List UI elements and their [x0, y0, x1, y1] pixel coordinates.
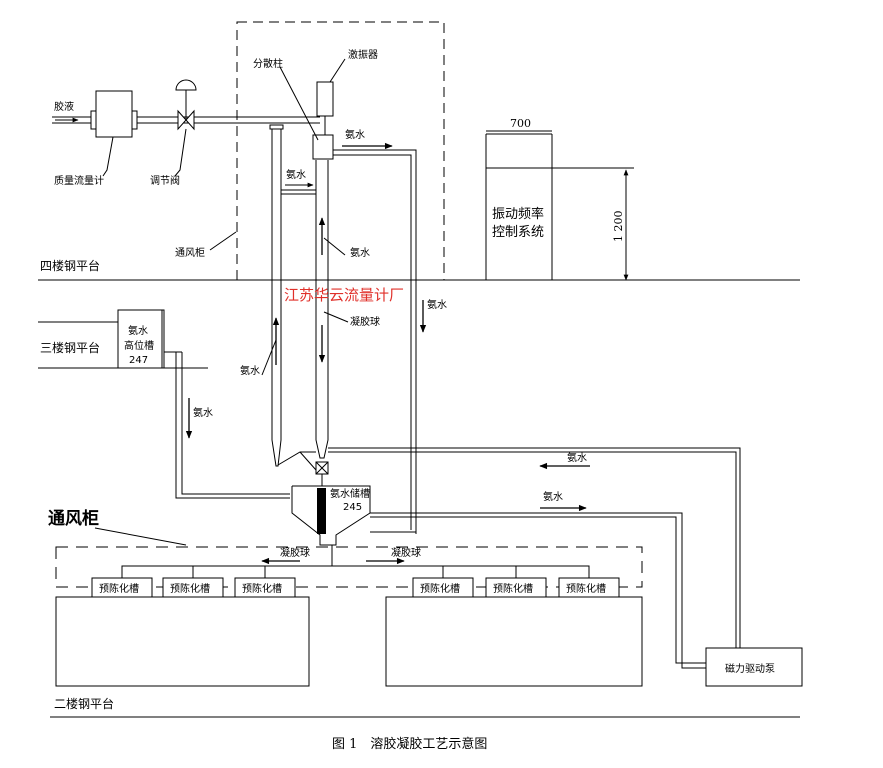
ammonia-leftcol-leader	[261, 339, 277, 376]
vibrator-box	[316, 81, 334, 117]
floor2-label: 二楼钢平台	[54, 696, 114, 711]
dispersion-leader	[279, 66, 319, 141]
return-line-upper-outer	[328, 447, 741, 652]
floor3-label: 三楼钢平台	[40, 340, 100, 355]
control-valve-icon	[175, 79, 197, 131]
freq-control-box	[485, 167, 553, 281]
return-line-lower-inner	[370, 516, 706, 664]
overflow-pipe-inner	[333, 154, 412, 530]
dist-header-left	[121, 565, 332, 578]
storage-tank-level	[317, 488, 326, 534]
floor4-label: 四楼钢平台	[40, 258, 100, 273]
pre-aging-tank-label: 预陈化槽	[170, 582, 210, 595]
high-tank-number: 247	[129, 355, 148, 366]
aging-tank-right	[385, 596, 643, 687]
pump-box	[705, 647, 803, 687]
freq-control-label-1: 振动频率	[492, 206, 544, 222]
funnel-cross	[299, 451, 317, 471]
mass-flowmeter-label: 质量流量计	[54, 174, 104, 187]
ammonia-leftcol-label: 氨水	[240, 364, 260, 377]
dist-header-right	[332, 565, 590, 578]
lower-vent-cabinet-outline	[55, 546, 643, 588]
high-tank-label-1: 氨水	[128, 324, 148, 337]
figure-caption: 图 1 溶胶凝胶工艺示意图	[332, 736, 487, 752]
return-line-lower-outer	[370, 512, 706, 669]
glue-label: 胶液	[54, 100, 74, 113]
dim-width-label: 700	[510, 117, 531, 130]
ammonia-return-lower-label: 氨水	[543, 490, 563, 503]
gel-ball-label: 凝胶球	[350, 315, 380, 328]
high-tank-label-2: 高位槽	[124, 339, 154, 352]
storage-tank	[291, 485, 371, 546]
bottom-valve-x	[315, 461, 329, 475]
pump-label: 磁力驱动泵	[725, 662, 775, 675]
gel-ball-leader	[323, 311, 349, 323]
vent-cabinet-large-label: 通风柜	[48, 508, 99, 529]
storage-tank-number: 245	[343, 502, 362, 513]
gel-ball-left-label: 凝胶球	[280, 546, 310, 559]
storage-tank-label: 氨水储槽	[330, 487, 370, 500]
vibrator-label: 激振器	[348, 48, 378, 61]
high-tank-box	[117, 309, 165, 369]
aging-tank-left	[55, 596, 310, 687]
ammonia-right-label: 氨水	[427, 298, 447, 311]
ammonia-top-label: 氨水	[345, 128, 365, 141]
vibrator-leader	[329, 58, 346, 83]
vent-small-leader	[209, 231, 237, 251]
flowmeter-flange-left	[90, 110, 97, 130]
overflow-pipe-outer	[333, 149, 417, 534]
ammonia-center-label: 氨水	[350, 246, 370, 259]
pre-aging-tank-label: 预陈化槽	[566, 582, 606, 595]
pre-aging-tank-label: 预陈化槽	[242, 582, 282, 595]
watermark: 江苏华云流量计厂	[284, 286, 404, 304]
ammonia-return-upper-label: 氨水	[567, 451, 587, 464]
left-column	[271, 127, 282, 467]
pre-aging-tank-label: 预陈化槽	[420, 582, 460, 595]
dim-height-label: 1 200	[612, 211, 625, 243]
vent-cabinet-small-label: 通风柜	[175, 246, 205, 259]
return-line-upper-inner	[328, 451, 737, 652]
valve-leader	[174, 128, 187, 177]
vent-large-leader	[94, 527, 187, 546]
left-column-top-cap	[269, 124, 284, 130]
freq-control-label-2: 控制系统	[492, 225, 544, 240]
flowmeter-leader	[102, 136, 114, 177]
high-tank-outlet-outer	[175, 352, 290, 499]
ammonia-center-leader	[323, 237, 346, 256]
gel-ball-right-label: 凝胶球	[391, 546, 421, 559]
high-tank-outlet-inner	[181, 352, 290, 495]
control-valve-label: 调节阀	[150, 174, 180, 187]
mass-flowmeter-box	[95, 90, 133, 138]
flowmeter-flange-right	[131, 110, 138, 130]
ammonia-high-tank-drop-label: 氨水	[193, 406, 213, 419]
dispersion-column-label: 分散柱	[253, 57, 283, 70]
pre-aging-tank-label: 预陈化槽	[493, 582, 533, 595]
dispersion-head	[312, 134, 334, 160]
ammonia-crosspipe-label: 氨水	[286, 168, 306, 181]
pre-aging-tank-label: 预陈化槽	[99, 582, 139, 595]
main-column	[315, 160, 329, 459]
